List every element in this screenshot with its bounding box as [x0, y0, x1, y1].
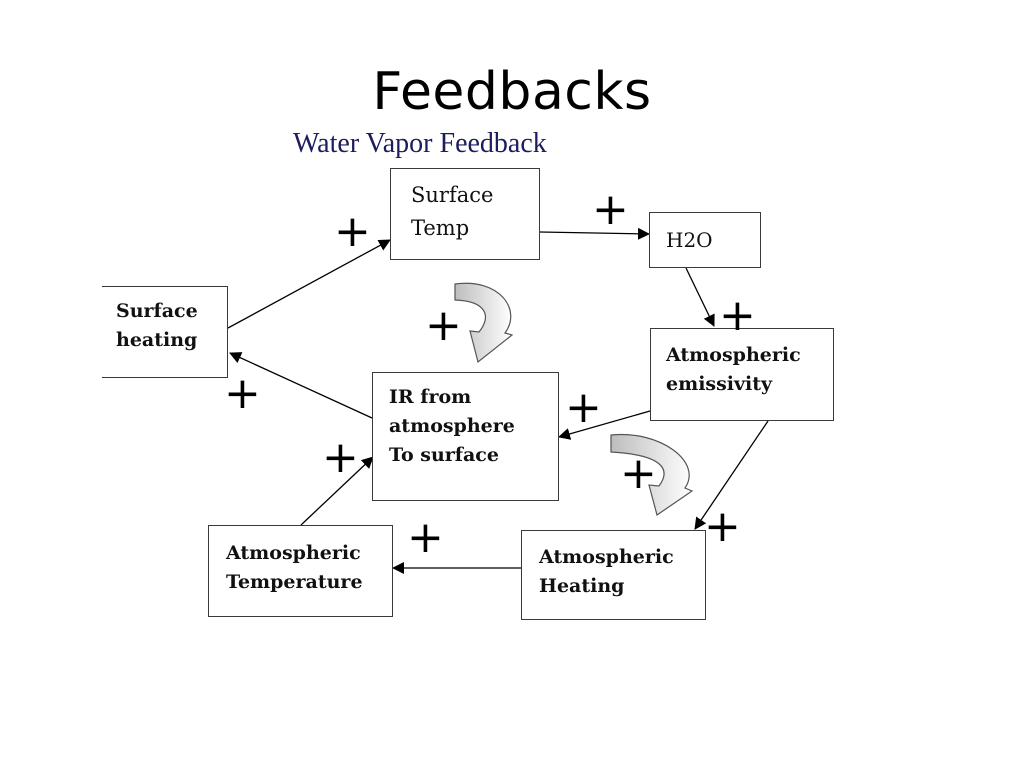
feedback-loop-icon-upper: [454, 282, 514, 364]
plus-sign: +: [592, 184, 629, 235]
plus-sign: +: [322, 432, 359, 483]
feedback-loop-icon-lower: [610, 433, 694, 516]
arrow-atm-temp-to-ir: [300, 456, 374, 526]
node-surface-temp: Surface Temp: [390, 168, 540, 260]
plus-sign: +: [425, 300, 462, 351]
node-surface-heating: Surface heating: [102, 286, 228, 378]
node-ir-from-atmosphere: IR from atmosphere To surface: [372, 372, 559, 501]
plus-sign: +: [407, 512, 444, 563]
arrow-heating-to-temp: [227, 239, 391, 329]
plus-sign: +: [334, 206, 371, 257]
node-atmospheric-emissivity: Atmospheric emissivity: [650, 328, 834, 421]
plus-sign: +: [224, 368, 261, 419]
plus-sign: +: [704, 501, 741, 552]
arrow-emissivity-to-ir: [558, 410, 651, 440]
diagram-title: Water Vapor Feedback: [293, 128, 547, 159]
plus-sign: +: [719, 290, 756, 341]
arrow-temp-to-h2o: [539, 227, 650, 240]
plus-sign: +: [620, 448, 657, 499]
node-h2o: H2O: [649, 212, 761, 268]
plus-sign: +: [565, 382, 602, 433]
node-atmospheric-temperature: Atmospheric Temperature: [208, 525, 393, 617]
node-atmospheric-heating: Atmospheric Heating: [521, 530, 706, 620]
arrow-h2o-to-emissivity: [685, 267, 715, 327]
arrow-ir-to-heating: [229, 352, 373, 419]
slide-title: Feedbacks: [372, 62, 652, 122]
arrow-emissivity-to-atm-heating: [694, 420, 769, 530]
